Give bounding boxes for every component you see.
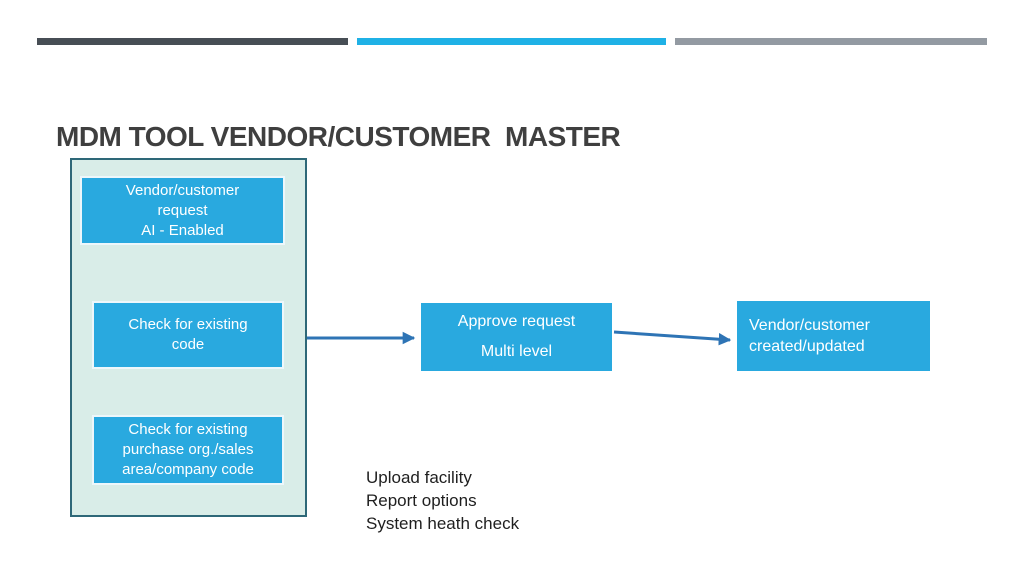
notes-list: Upload facility Report options System he… [366, 466, 519, 535]
note-line: Report options [366, 491, 477, 510]
accent-bar-gray [675, 38, 987, 45]
flow-step-request: Vendor/customer request AI - Enabled [80, 176, 285, 245]
node-text-line: Vendor/customer [749, 317, 870, 334]
accent-bar-blue [357, 38, 666, 45]
node-text-line: request [157, 201, 208, 219]
node-text-line: Check for existing [128, 421, 248, 438]
note-line: Upload facility [366, 468, 472, 487]
node-text-line: AI - Enabled [141, 221, 224, 239]
node-text-line: created/updated [749, 338, 865, 355]
node-text-line: Multi level [480, 343, 553, 360]
flow-step-result: Vendor/customer created/updated [737, 301, 930, 371]
arrow-approve-to-result [613, 330, 732, 346]
node-text-line: Check for existing [128, 316, 248, 333]
node-text-line: code [171, 336, 205, 353]
node-text-line: area/company code [122, 461, 254, 478]
flow-step-approve: Approve request Multi level [421, 303, 612, 371]
note-line: System heath check [366, 514, 520, 533]
node-text-line: purchase org./sales [122, 441, 254, 458]
node-text-line: Approve request [457, 313, 576, 330]
accent-bar-dark [37, 38, 348, 45]
flow-step-check-org: Check for existing purchase org./sales a… [92, 415, 284, 485]
slide-title: MDM TOOL VENDOR/CUSTOMER MASTER [56, 121, 621, 152]
flow-step-check-code: Check for existing code [92, 301, 284, 369]
node-text-line: Vendor/customer [125, 181, 240, 199]
